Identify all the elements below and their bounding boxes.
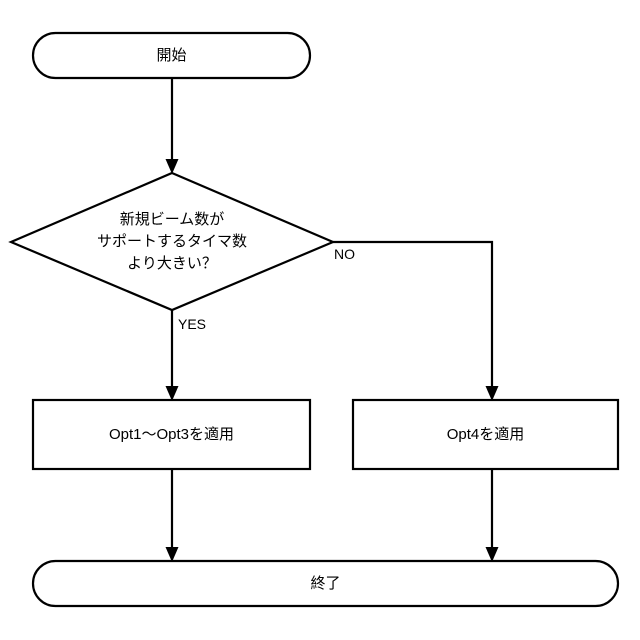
arrowhead-process-right-top — [485, 386, 499, 401]
process-right-node-shape[interactable] — [351, 398, 620, 471]
decision-node-shape[interactable] — [8, 171, 336, 312]
arrowhead-end-from-right — [485, 547, 499, 562]
arrowhead-decision-top — [165, 159, 179, 174]
start-node-shape[interactable] — [31, 31, 312, 80]
end-node-shape[interactable] — [31, 559, 620, 608]
edge-no-to-process-right — [333, 240, 494, 393]
edge-label-no: NO — [334, 246, 355, 262]
arrowhead-end-from-left — [165, 547, 179, 562]
edge-label-yes: YES — [178, 316, 207, 332]
arrowhead-process-left-top — [165, 386, 179, 401]
process-left-node-shape[interactable] — [31, 398, 312, 471]
